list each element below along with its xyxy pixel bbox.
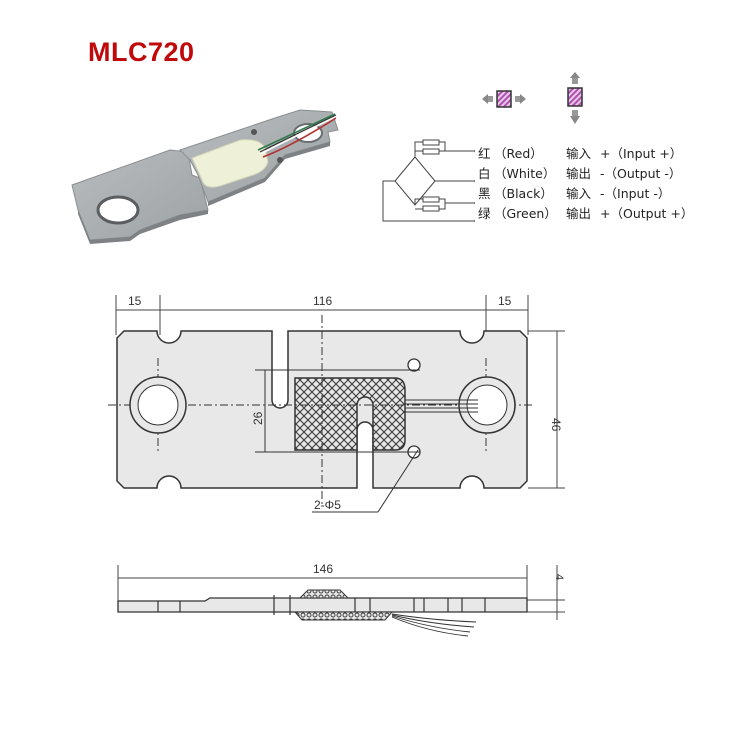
dim-height: 46: [549, 418, 563, 432]
horizontal-load-icon: [482, 90, 526, 108]
product-title: MLC720: [88, 37, 195, 67]
wire-row-black: 黑（Black）输入-（Input -）: [478, 186, 671, 201]
side-view-drawing: 146 4: [117, 562, 565, 637]
wire-row-red: 红（Red）输入+（Input +）: [478, 146, 683, 161]
wire-row-green: 绿（Green）输出+（Output +）: [478, 206, 694, 221]
wiring-legend: 红（Red）输入+（Input +） 白（White）输出-（Output -）…: [478, 143, 708, 233]
product-photo: [71, 109, 339, 244]
dim-thickness: 4: [553, 574, 565, 580]
dim-center-span: 116: [313, 294, 332, 308]
wheatstone-bridge-diagram: [382, 139, 475, 223]
vertical-load-icon: [567, 72, 583, 124]
top-view-drawing: 15 116 15 46 26 2-Φ5: [108, 294, 565, 513]
dim-gauge-height: 26: [251, 411, 265, 425]
load-direction-icons: [482, 72, 583, 124]
dim-left-margin: 15: [128, 294, 142, 308]
wire-row-white: 白（White）输出-（Output -）: [478, 166, 682, 181]
dim-length: 146: [313, 562, 333, 576]
dim-holes: 2-Φ5: [314, 498, 341, 512]
dim-right-margin: 15: [498, 294, 512, 308]
